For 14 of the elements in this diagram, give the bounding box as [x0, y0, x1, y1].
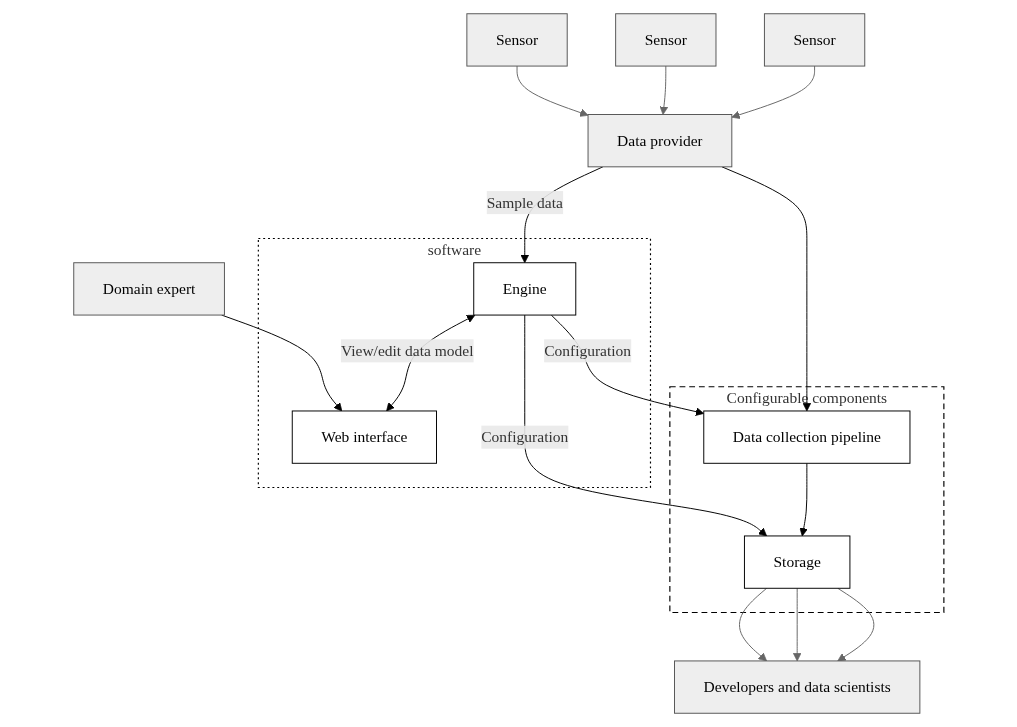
node-box: Sensor: [614, 13, 717, 67]
edge-label: Configuration: [480, 428, 568, 445]
node-box: Sensor: [466, 13, 568, 67]
node-box: Engine: [472, 262, 576, 316]
edge-label: Sample data: [486, 193, 563, 211]
node-box: Data collection pipeline: [702, 410, 911, 464]
edge-label: Configuration: [543, 342, 631, 359]
node-box: Web interface: [291, 410, 437, 464]
node-box: Developers and data scientists: [673, 660, 921, 714]
node-box: Domain expert: [72, 262, 225, 316]
node-box: Data provider: [587, 114, 732, 168]
edge-label: View/edit data model: [340, 342, 474, 359]
node-box: Sensor: [763, 13, 865, 67]
node-box: Storage: [743, 535, 851, 589]
